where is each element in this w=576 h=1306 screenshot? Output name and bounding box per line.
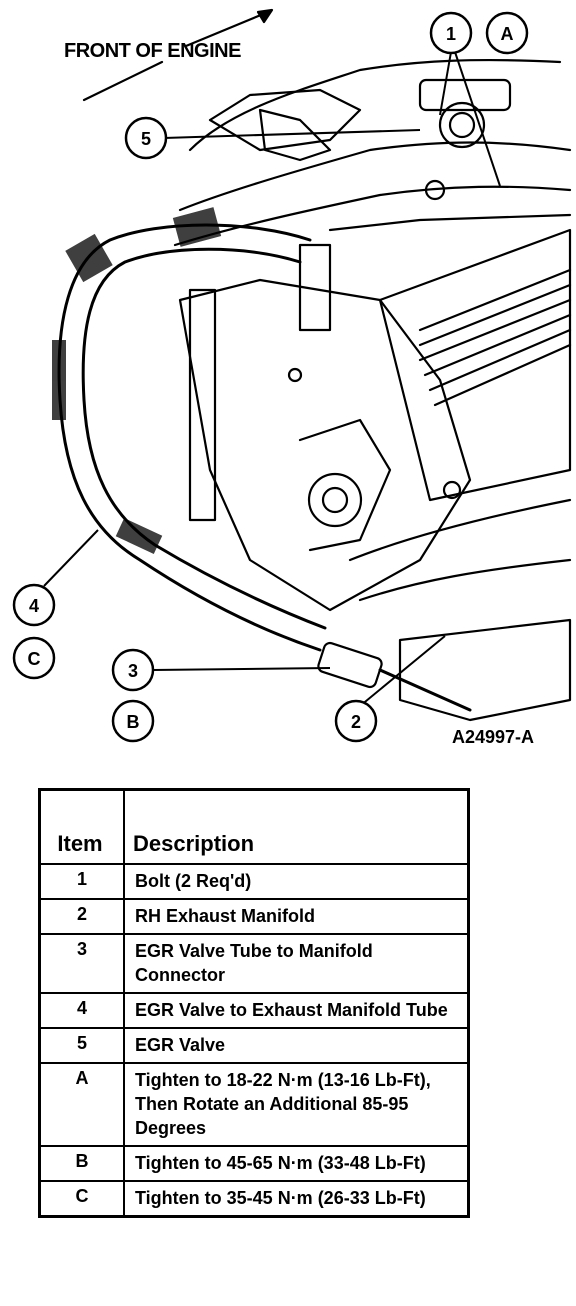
legend-header-row: Item Description	[38, 788, 470, 865]
throttle-body	[208, 88, 362, 152]
coolant-fitting	[298, 243, 332, 332]
callout-label-B: B	[127, 712, 140, 732]
legend-description: EGR Valve Tube to Manifold Connector	[123, 933, 470, 994]
legend-description: EGR Valve to Exhaust Manifold Tube	[123, 992, 470, 1029]
callout-label-2: 2	[351, 712, 361, 732]
legend-row: C Tighten to 35-45 N·m (26-33 Lb-Ft)	[38, 1180, 470, 1218]
valve-cover	[378, 228, 572, 502]
cylinder-head	[178, 278, 472, 612]
egr-valve-cap	[448, 111, 476, 139]
legend-row: 2 RH Exhaust Manifold	[38, 898, 470, 935]
leader-1b	[454, 51, 501, 187]
callout-circle-4	[12, 583, 56, 627]
exhaust-manifold-lower	[358, 558, 572, 602]
fuel-rail	[328, 213, 572, 232]
callout-circle-1	[429, 11, 473, 55]
dipstick-tube	[188, 288, 217, 522]
legend-item: 1	[38, 863, 125, 900]
legend-item: 2	[38, 898, 125, 935]
legend-row: A Tighten to 18-22 N·m (13-16 Lb-Ft), Th…	[38, 1062, 470, 1147]
front-of-engine-label: FRONT OF ENGINE	[64, 40, 241, 62]
engine-illustration: 1 A 5 4 C 3 B 2 FRONT OF ENGINE A24997-A	[12, 8, 572, 747]
egr-tube-inner	[81, 247, 327, 630]
callout-circle-3	[111, 648, 155, 692]
egr-tube-connector	[317, 641, 383, 689]
legend-item: 5	[38, 1027, 125, 1064]
callout-circle-5	[124, 116, 168, 160]
timing-cover	[298, 418, 392, 552]
legend-item: 3	[38, 933, 125, 994]
callout-label-5: 5	[141, 129, 151, 149]
callout-label-A: A	[501, 24, 514, 44]
legend-description: EGR Valve	[123, 1027, 470, 1064]
manifold-stud	[442, 480, 462, 500]
item-column-header: Item	[38, 788, 125, 865]
intake-outline	[188, 58, 562, 152]
legend-table: Item Description 1 Bolt (2 Req'd) 2 RH E…	[38, 788, 470, 1218]
front-arrow-line-lower	[82, 60, 164, 102]
valve-cover-ribs	[418, 268, 572, 407]
egr-valve-body	[438, 101, 486, 149]
legend-description: RH Exhaust Manifold	[123, 898, 470, 935]
legend-row: 3 EGR Valve Tube to Manifold Connector	[38, 933, 470, 994]
callout-circle-C	[12, 636, 56, 680]
legend-item: 4	[38, 992, 125, 1029]
engine-line-drawing: 1 A 5 4 C 3 B 2	[12, 8, 572, 743]
callout-circle-2	[334, 699, 378, 743]
callout-circle-B	[111, 699, 155, 743]
legend-description: Bolt (2 Req'd)	[123, 863, 470, 900]
front-arrow-head	[256, 8, 274, 24]
legend-row: 4 EGR Valve to Exhaust Manifold Tube	[38, 992, 470, 1029]
exhaust-manifold-upper	[348, 498, 572, 562]
tube-shading	[52, 207, 222, 554]
legend-item: A	[38, 1062, 125, 1147]
callout-label-3: 3	[128, 661, 138, 681]
callout-label-C: C	[28, 649, 41, 669]
leader-lines	[43, 51, 501, 707]
water-pump-pulley	[307, 472, 363, 528]
callout-circle-A	[485, 11, 529, 55]
stud-head	[287, 367, 303, 383]
egr-tube-bracket	[258, 108, 332, 162]
legend-item: B	[38, 1145, 125, 1182]
pulley-hub	[321, 486, 349, 514]
legend-row: 1 Bolt (2 Req'd)	[38, 863, 470, 900]
connector-fitting	[378, 668, 472, 712]
intake-runner-upper	[178, 141, 572, 212]
legend-row: 5 EGR Valve	[38, 1027, 470, 1064]
intake-runner-lower	[173, 185, 572, 247]
front-arrow-line-upper	[184, 10, 270, 48]
leader-4	[43, 529, 99, 587]
callout-label-1: 1	[446, 24, 456, 44]
leader-3	[152, 667, 331, 671]
figure-id: A24997-A	[452, 727, 535, 747]
bolt-head	[424, 179, 446, 201]
callout-label-4: 4	[29, 596, 39, 616]
legend-description: Tighten to 18-22 N·m (13-16 Lb-Ft), Then…	[123, 1062, 470, 1147]
leader-5	[163, 129, 421, 139]
legend-description: Tighten to 35-45 N·m (26-33 Lb-Ft)	[123, 1180, 470, 1218]
legend-row: B Tighten to 45-65 N·m (33-48 Lb-Ft)	[38, 1145, 470, 1182]
legend-description: Tighten to 45-65 N·m (33-48 Lb-Ft)	[123, 1145, 470, 1182]
manifold-flange	[398, 618, 572, 722]
legend-item: C	[38, 1180, 125, 1218]
leader-1a	[439, 51, 452, 116]
description-column-header: Description	[123, 788, 470, 865]
leader-2	[359, 635, 446, 707]
